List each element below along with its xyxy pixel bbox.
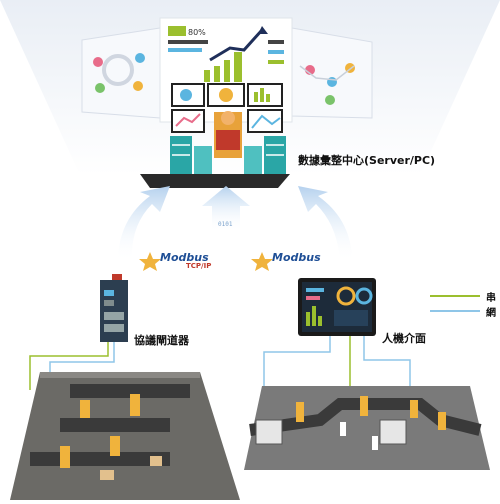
server-operator [214, 111, 242, 158]
modbus-tcp-badge: Modbus TCP/IP [160, 251, 211, 270]
server-label: 數據彙整中心(Server/PC) [298, 154, 436, 167]
modbus-tcp-sub: TCP/IP [186, 262, 212, 270]
modbus-tcp-name: Modbus [160, 251, 209, 264]
right-infographic-panel [291, 27, 373, 119]
hmi-screen-device [298, 278, 376, 336]
data-upload-arrows: 0101 [118, 186, 352, 262]
hmi-label: 人機介面 [382, 332, 426, 345]
modbus-tcp-star-icon [139, 252, 161, 271]
legend-serial-label: 串 [486, 293, 496, 304]
right-factory-floor [244, 386, 490, 470]
modbus-name: Modbus [272, 251, 321, 264]
left-factory-floor [10, 372, 240, 500]
data-bits: 0101 [218, 221, 233, 228]
modbus-star-icon [251, 252, 273, 271]
gateway-label: 協議閘道器 [134, 334, 189, 347]
server-panel-value: 80% [188, 28, 206, 37]
server-racks [170, 136, 286, 174]
cables [29, 336, 411, 394]
protocol-gateway-device [100, 274, 128, 342]
server-platform [140, 174, 290, 188]
monitor-wall [171, 83, 283, 133]
modbus-badge: Modbus [272, 251, 321, 264]
legend-network-label: 網 [486, 308, 496, 319]
left-infographic-panel [81, 27, 161, 119]
